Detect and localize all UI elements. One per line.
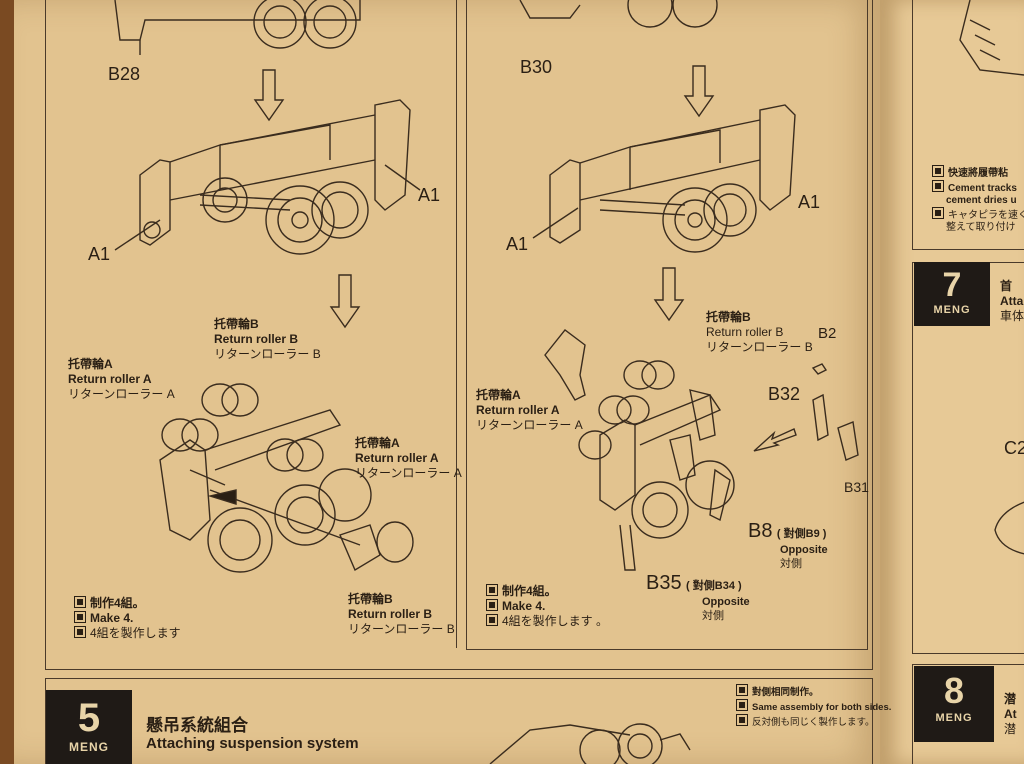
step7-partial-drawing <box>994 501 1024 555</box>
make-note-left: 制作4組。 Make 4. 4組を製作します <box>74 596 181 641</box>
step7-badge: 7 MENG <box>914 262 990 326</box>
right-down-arrow-1 <box>683 65 715 118</box>
part-label-c: C2 <box>1004 438 1024 458</box>
step5-note: 對側相同制作。 Same assembly for both sides. 反対… <box>736 684 891 729</box>
right-page <box>880 0 1024 764</box>
right-column-frame <box>466 0 868 650</box>
left-roller-assembly-drawing <box>159 383 414 573</box>
right-frame-assembly-drawing <box>549 104 796 253</box>
left-part-pointer-arrow <box>207 489 237 505</box>
language-cn-icon <box>736 684 748 696</box>
step5-frame <box>45 678 873 764</box>
callout-roller-a-right: 托帶輪A Return roller A リターンローラー A <box>355 436 462 480</box>
left-down-arrow-2 <box>329 274 361 329</box>
language-jp-icon <box>932 207 944 219</box>
language-jp-icon <box>486 614 498 626</box>
right-page-note: 快速將履帶粘 Cement tracks cement dries u キャタピ… <box>932 165 1024 234</box>
left-top-assembly-drawing <box>114 0 361 55</box>
part-label-b2: B2 <box>818 325 837 342</box>
leader-lines-a1-right <box>384 164 421 191</box>
right-page-track-drawing <box>959 0 1024 76</box>
part-label-b28: B28 <box>108 64 141 84</box>
meng-logo: MENG <box>935 712 973 724</box>
part-label-a1-right-col-left: A1 <box>506 234 529 254</box>
right-down-arrow-2 <box>653 267 685 322</box>
step8-frame <box>912 664 1024 764</box>
callout-roller-a-left: 托帶輪A Return roller A リターンローラー A <box>68 357 175 401</box>
callout-roller-b-bottom: 托帶輪B Return roller B リターンローラー B <box>348 592 455 636</box>
step8-badge: 8 MENG <box>914 666 994 742</box>
right-top-assembly-drawing <box>519 0 718 28</box>
leader-lines-a1-left <box>114 219 161 251</box>
loose-parts-b2-b32-b31-drawing <box>811 363 859 461</box>
step5-badge: 5 MENG <box>46 690 132 764</box>
callout-roller-b-top: 托帶輪B Return roller B リターンローラー B <box>214 317 321 361</box>
right-roller-assembly-drawing <box>544 329 735 571</box>
language-en-icon <box>932 180 944 192</box>
step4-frame <box>45 0 873 670</box>
step5-partial-drawing <box>489 723 691 764</box>
part-label-b32: B32 <box>768 384 801 404</box>
right-page-note-frame <box>912 0 1024 250</box>
language-en-icon <box>486 599 498 611</box>
part-label-a1-right-col-right: A1 <box>798 192 821 212</box>
meng-logo: MENG <box>69 740 109 754</box>
step8-title: 潜 At 潜 <box>1004 692 1017 736</box>
language-cn-icon <box>486 584 498 596</box>
make-note-right: 制作4組。 Make 4. 4組を製作します 。 <box>486 584 608 629</box>
leader-lines-right-a1 <box>532 207 579 239</box>
column-divider <box>456 0 457 648</box>
callout-roller-b-right: 托帶輪B Return roller B リターンローラー B <box>706 310 813 354</box>
meng-logo: MENG <box>933 304 971 316</box>
language-cn-icon <box>932 165 944 177</box>
language-en-icon <box>736 699 748 711</box>
language-jp-icon <box>736 714 748 726</box>
left-page <box>14 0 880 764</box>
language-en-icon <box>74 611 86 623</box>
left-down-arrow-1 <box>253 69 285 122</box>
callout-b35: B35 ( 對側B34 ) Opposite 対側 <box>646 572 750 622</box>
part-pointer-arrow-right <box>753 428 797 452</box>
step5-title-en: Attaching suspension system <box>146 735 359 752</box>
language-jp-icon <box>74 626 86 638</box>
part-label-b31: B31 <box>844 479 869 495</box>
part-label-b30: B30 <box>520 57 553 77</box>
callout-b8: B8 ( 對側B9 ) Opposite 対側 <box>748 520 828 570</box>
callout-roller-a-right-col: 托帶輪A Return roller A リターンローラー A <box>476 388 583 432</box>
language-cn-icon <box>74 596 86 608</box>
step7-title: 首 Atta 車体 <box>1000 279 1024 323</box>
part-label-a1-right: A1 <box>418 185 441 205</box>
part-label-a1-left: A1 <box>88 244 111 264</box>
left-frame-assembly-drawing <box>139 99 411 255</box>
step5-title-cn: 懸吊系統組合 <box>146 716 248 735</box>
